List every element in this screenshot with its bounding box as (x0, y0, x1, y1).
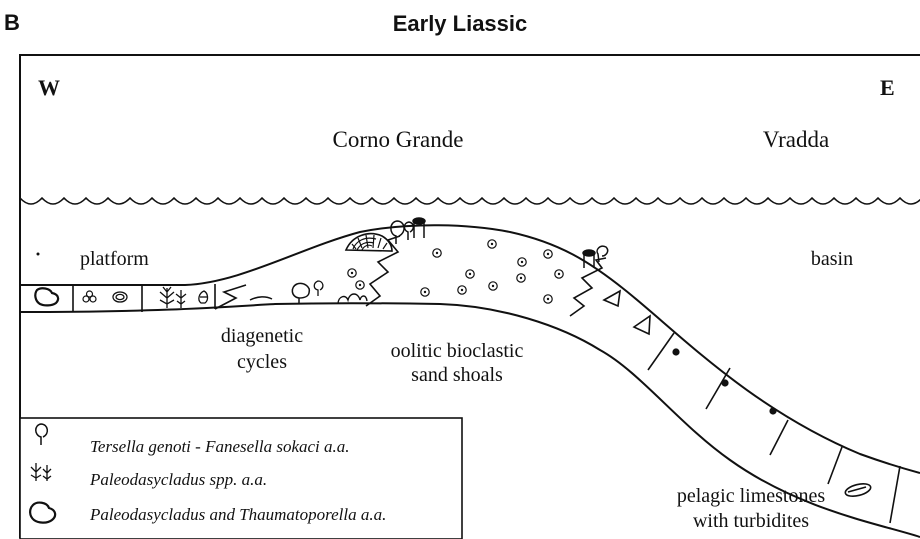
ooid-nucleus (558, 273, 560, 275)
ooid-nucleus (461, 289, 463, 291)
legend-label: Paleodasycladus and Thaumatoporella a.a. (89, 505, 386, 524)
club-alga-crest-icon (391, 221, 413, 244)
direction-east: E (880, 75, 895, 100)
ooid-nucleus (547, 253, 549, 255)
zone-platform: platform (80, 248, 149, 270)
legend-label: Paleodasycladus spp. a.a. (89, 470, 267, 489)
ooid-nucleus (547, 298, 549, 300)
ooid-nucleus (520, 277, 522, 279)
zone-oolitic-shoals-line1: oolitic bioclastic (391, 340, 524, 362)
zone-pelagic-line1: pelagic limestones (677, 485, 826, 507)
zone-diagenetic-cycles-line1: diagenetic (221, 325, 303, 347)
ooid-nucleus (424, 291, 426, 293)
lens-fragment (250, 297, 272, 300)
club-alga-small-icon (314, 281, 323, 296)
gastropod-icon (199, 291, 208, 303)
sea-surface-wave (20, 198, 920, 204)
locality-vradda: Vradda (763, 127, 829, 152)
panel-letter: B (4, 10, 20, 35)
ooid-nucleus (492, 285, 494, 287)
zone-diagenetic-cycles-line2: cycles (237, 351, 287, 373)
turbidite-clasts (604, 291, 650, 334)
lumpy-grain-icon (35, 288, 58, 305)
ooid-nucleus (491, 243, 493, 245)
legend-label: Tersella genoti - Fanesella sokaci a.a. (90, 437, 350, 456)
zigzag-boundary-shoal-east (570, 258, 606, 316)
speck-dot (37, 253, 40, 256)
club-alga-icon (292, 283, 309, 304)
ooid-nucleus (436, 252, 438, 254)
branching-alga-icon (160, 287, 186, 308)
legend: Tersella genoti - Fanesella sokaci a.a. … (20, 418, 462, 539)
ooid-nucleus (351, 272, 353, 274)
direction-west: W (38, 75, 60, 100)
zone-oolitic-shoals-line2: sand shoals (411, 364, 503, 386)
coral-colony-icon (346, 234, 392, 251)
pelagic-dots (672, 348, 776, 414)
zone-basin: basin (811, 248, 853, 270)
elongate-clast-icon (844, 482, 872, 499)
diagram-title: Early Liassic (393, 11, 528, 36)
locality-corno-grande: Corno Grande (333, 127, 464, 152)
ooid-nucleus (359, 284, 361, 286)
pellet-cluster-icon (83, 291, 96, 302)
zone-pelagic-line2: with turbidites (693, 510, 809, 532)
oncoid-icon (113, 292, 127, 302)
ooid-nucleus (469, 273, 471, 275)
ooid-nucleus (521, 261, 523, 263)
